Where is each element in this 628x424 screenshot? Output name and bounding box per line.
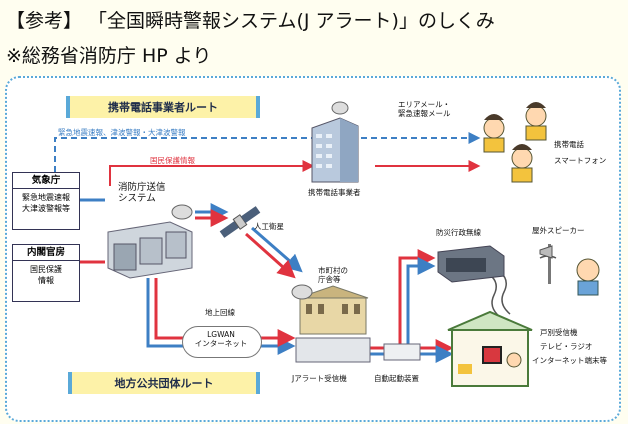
area-mail-label: エリアメール・ 緊急速報メール [398,100,451,118]
fdma-label: 消防庁送信 システム [118,182,166,204]
jma-name: 気象庁 [13,173,79,189]
page-title: 【参考】 「全国瞬時警報システム(J アラート)」のしくみ [6,10,495,32]
local-route-box [70,372,256,394]
lgwan-label: LGWAN インターネット [194,330,248,348]
house-icon [447,310,533,387]
cabinet-name: 内閣官房 [13,245,79,261]
satellite-to-municipality-blue [251,226,303,273]
autostart-to-radio-red [398,249,436,344]
carrier-route-label: 携帯電話事業者ルート [108,101,218,114]
municipality-building-icon [291,284,369,335]
cabinet-box: 内閣官房 国民保護 情報 [12,244,80,302]
tv-radio-label: テレビ・ラジオ [540,342,593,351]
red-flow-label: 国民保護情報 [150,156,195,165]
blue-flow-label: 緊急地震速報、津波警報・大津波警報 [58,128,186,137]
person-phone-icon-1 [483,114,505,153]
outdoor-speaker-icon [539,244,553,284]
j-alert-receiver-icon [295,337,371,363]
person-phone-icon-3 [511,144,533,183]
local-gov-route-label: 地方公共団体ルート [114,377,214,390]
carrier-building-icon [311,101,359,183]
page-subtitle: ※総務省消防庁 HP より [6,45,212,67]
red-carrier-line [109,160,315,186]
lgwan-cloud [182,326,262,358]
mobile-phone-label: 携帯電話 [554,140,584,149]
municipality-label: 市町村の 庁舎等 [318,266,348,284]
jma-box: 気象庁 緊急地震速報 大津波警報等 [12,172,80,230]
listener-icon [576,258,600,296]
carrier-company-label: 携帯電話事業者 [308,188,361,197]
outdoor-speaker-label: 屋外スピーカー [532,226,585,235]
ground-line-label: 地上回線 [205,308,235,317]
fdma-server-icon [107,204,193,279]
autostart-to-radio-blue [406,257,436,344]
smartphone-label: スマートフォン [554,156,607,165]
satellite-label: 人工衛星 [254,222,284,231]
carrier-route-box [68,96,256,118]
j-alert-receiver-label: Jアラート受信機 [292,374,347,383]
cabinet-body: 国民保護 情報 [30,265,62,285]
person-phone-icon-2 [525,102,547,141]
auto-start-label: 自動起動装置 [374,374,419,383]
jma-body: 緊急地震速報 大津波警報等 [22,193,70,213]
internet-terminal-label: インターネット端末等 [532,356,607,365]
disaster-radio-icon [437,245,505,283]
auto-start-device-icon [383,343,421,361]
satellite-icon [219,206,261,238]
disaster-radio-label: 防災行政無線 [436,228,481,237]
satellite-to-municipality-red [245,232,296,279]
home-receiver-label: 戸別受信機 [540,328,578,337]
